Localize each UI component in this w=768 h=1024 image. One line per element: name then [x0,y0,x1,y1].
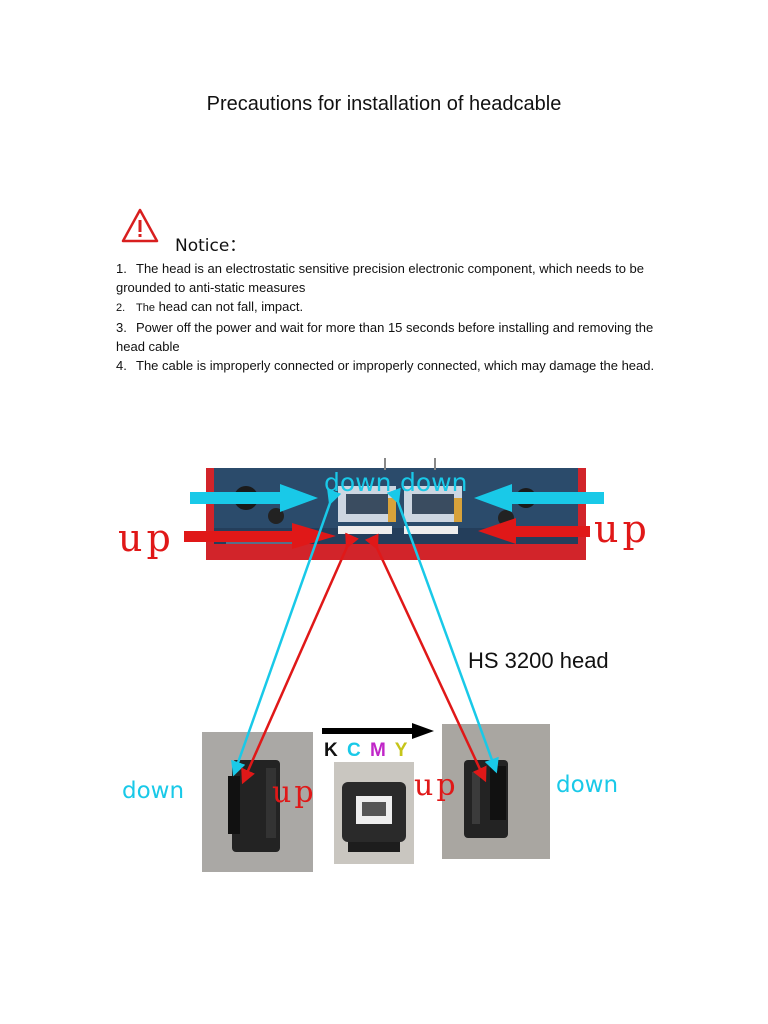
head-label-up-left: up [272,775,317,810]
cable-line-up-right [364,533,487,783]
board-arrow-up-right [478,518,590,544]
head-label-down-right: down [556,772,618,798]
list-item: 3.Power off the power and wait for more … [116,320,654,354]
cable-line-down-left [231,488,342,777]
notice-label: Notice： [175,236,247,256]
page-title: Precautions for installation of headcabl… [206,93,562,115]
cable-line-down-right [386,487,499,774]
head-label-down-left: down [122,778,184,804]
board-label-down-right: down [400,468,467,497]
board-label-up-right: up [594,507,651,551]
list-item: 2.The head can not fall, impact. [116,299,304,314]
cable-line-up-left [241,532,359,785]
notice-list: 1.The head is an electrostatic sensitive… [116,259,661,375]
head-label-up-right: up [414,768,459,803]
list-item: 1.The head is an electrostatic sensitive… [116,261,645,295]
list-item: 4.The cable is improperly connected or i… [116,358,655,373]
board-arrow-down-right [474,484,604,512]
warning-icon [121,208,159,243]
board-label-up-left: up [118,516,175,560]
board-arrow-down-left [190,484,318,512]
board-arrow-up-left [184,523,336,549]
board-label-down-left: down [324,468,391,497]
